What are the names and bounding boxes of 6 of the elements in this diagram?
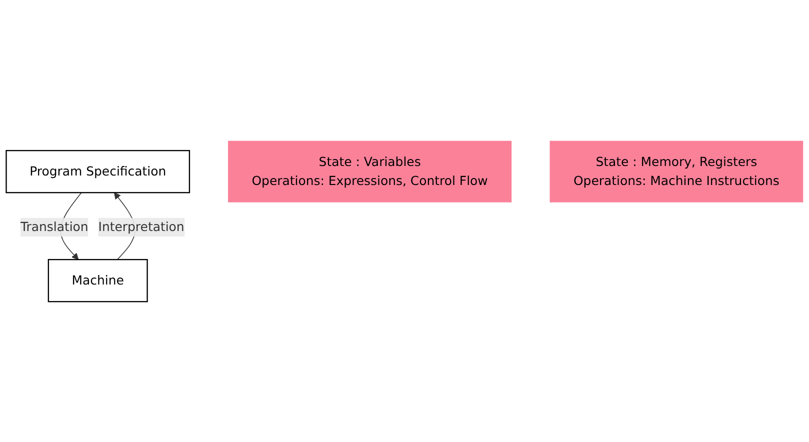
node-box: State : Variables Operations: Expressions, Control Flow <box>228 140 512 202</box>
edge-label: Translation <box>20 218 88 234</box>
node-box: Machine <box>48 258 148 302</box>
node-box: Program Specification <box>6 150 190 193</box>
edge-label: Interpretation <box>98 218 184 234</box>
node-box: State : Memory, Registers Operations: Machine Instructions <box>550 140 804 202</box>
